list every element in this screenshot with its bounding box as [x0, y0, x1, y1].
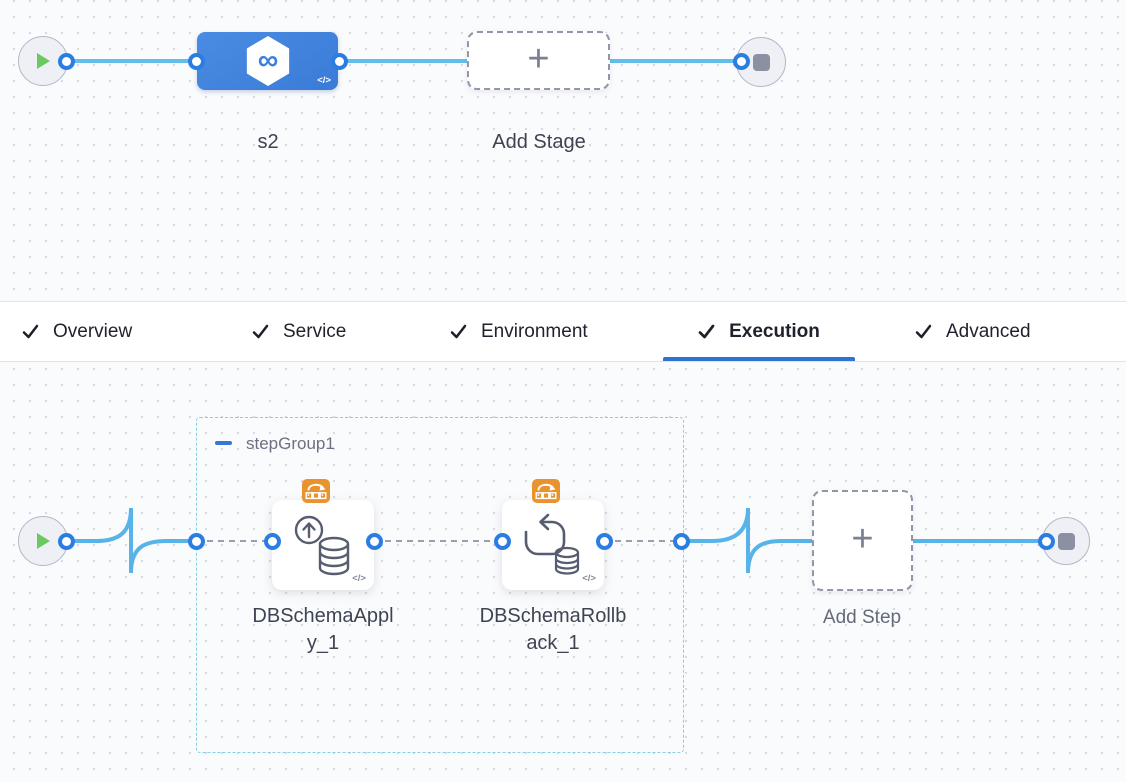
step-group-box[interactable] — [196, 417, 684, 753]
check-icon — [252, 324, 269, 339]
port-exec-start-out[interactable] — [58, 533, 75, 550]
stage-name-label[interactable]: s2 — [257, 131, 279, 153]
add-stage-label[interactable]: Add Stage — [492, 131, 586, 153]
add-stage-button[interactable]: + — [467, 31, 610, 90]
port-step1-in[interactable] — [264, 533, 281, 550]
step-name-label[interactable]: DBSchemaRollback_1 — [479, 605, 627, 654]
step-type-badge-icon — [302, 479, 330, 503]
step-node-dbschemarollback[interactable]: </> — [502, 500, 604, 590]
port-group-in[interactable] — [188, 533, 205, 550]
port-stage-in[interactable] — [188, 53, 205, 70]
port-step2-in[interactable] — [494, 533, 511, 550]
check-icon — [915, 324, 932, 339]
tab-execution[interactable]: Execution — [663, 302, 855, 361]
port-stage-out[interactable] — [331, 53, 348, 70]
db-schema-rollback-icon — [524, 513, 580, 575]
step-yaml-toggle[interactable]: </> — [582, 573, 596, 584]
stage-node-s2[interactable]: ∞ </> — [197, 32, 338, 90]
step-node-dbschemaapply[interactable]: </> — [272, 500, 374, 590]
check-icon — [698, 324, 715, 339]
collapse-group-icon[interactable] — [215, 441, 232, 445]
plus-icon: + — [851, 517, 874, 560]
tab-label: Environment — [481, 320, 588, 342]
check-icon — [450, 324, 467, 339]
play-icon — [37, 533, 50, 549]
stage-config-tabbar: Overview Service Environment Execution A… — [0, 301, 1126, 362]
port-step1-out[interactable] — [366, 533, 383, 550]
add-step-label[interactable]: Add Step — [822, 607, 902, 628]
step-type-badge-icon — [532, 479, 560, 503]
tab-overview[interactable]: Overview — [22, 302, 132, 361]
tab-label: Execution — [729, 320, 820, 342]
port-start-out[interactable] — [58, 53, 75, 70]
stage-yaml-toggle[interactable]: </> — [317, 75, 331, 86]
plus-icon: + — [527, 37, 550, 80]
port-group-out[interactable] — [673, 533, 690, 550]
port-step2-out[interactable] — [596, 533, 613, 550]
harness-cd-icon: ∞ — [246, 36, 289, 86]
add-step-button[interactable]: + — [812, 490, 913, 591]
tab-label: Overview — [53, 320, 133, 342]
tab-environment[interactable]: Environment — [450, 302, 588, 361]
step-yaml-toggle[interactable]: </> — [352, 573, 366, 584]
db-schema-apply-icon — [294, 515, 350, 576]
step-group-label[interactable]: stepGroup1 — [246, 434, 335, 453]
active-tab-underline — [663, 357, 855, 361]
tab-label: Service — [283, 320, 347, 342]
tab-advanced[interactable]: Advanced — [915, 302, 1031, 361]
check-icon — [22, 324, 39, 339]
svg-text:∞: ∞ — [257, 45, 278, 77]
tab-service[interactable]: Service — [252, 302, 346, 361]
stop-icon — [752, 53, 770, 71]
play-icon — [37, 53, 50, 69]
tab-label: Advanced — [946, 320, 1031, 342]
port-end-in[interactable] — [733, 53, 750, 70]
stop-icon — [1057, 532, 1075, 550]
port-exec-end-in[interactable] — [1038, 533, 1055, 550]
step-name-label[interactable]: DBSchemaApply_1 — [252, 605, 394, 654]
